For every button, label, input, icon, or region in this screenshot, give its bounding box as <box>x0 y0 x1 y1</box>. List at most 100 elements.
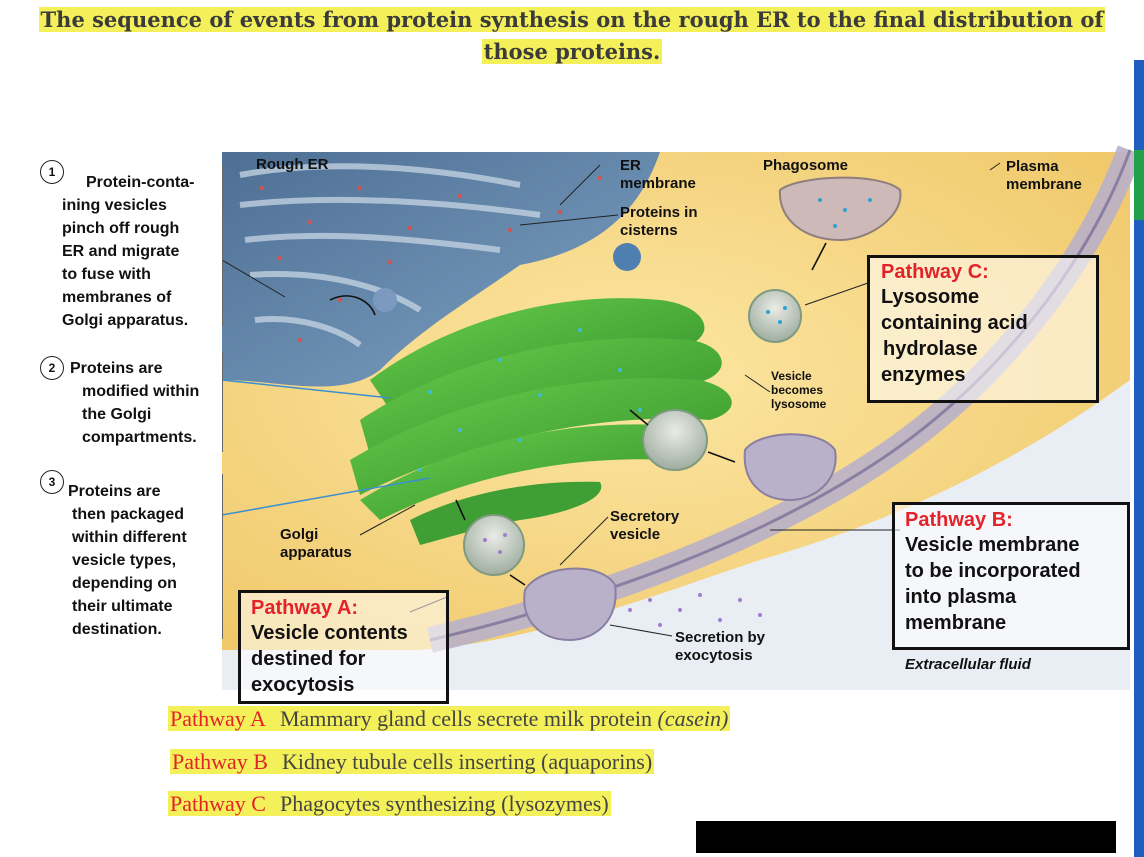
step-3-line: their ultimate <box>72 598 173 615</box>
pathway-a-title: Pathway A: <box>251 597 359 619</box>
label-golgi-line: Golgi <box>280 526 319 543</box>
step-3-line: destination. <box>72 621 162 638</box>
pathway-c-content: Pathway C: Lysosome containing acid hydr… <box>870 258 1096 388</box>
secretory-vesicle-exocytosis <box>523 567 617 642</box>
step-1-line: Protein-conta- <box>86 174 195 191</box>
example-b-pathway: Pathway B <box>172 749 268 774</box>
step-leader-lines <box>221 379 431 516</box>
example-b-text: Kidney tubule cells inserting (aquaporin… <box>281 749 653 774</box>
page-title: The sequence of events from protein synt… <box>0 4 1144 68</box>
example-a-pathway: Pathway A <box>170 706 266 731</box>
step-3-line: then packaged <box>72 506 185 523</box>
step-2-badge: 2 <box>40 356 64 380</box>
transport-vesicle-small <box>373 288 397 312</box>
pathway-b-line: into plasma <box>905 586 1017 608</box>
step-1-bracket <box>218 166 223 326</box>
step-1-line: ER and migrate <box>62 243 180 260</box>
step-1-line: membranes of <box>62 289 172 306</box>
step-3-line: within different <box>72 529 187 546</box>
label-extracellular-fluid: Extracellular fluid <box>905 656 1031 673</box>
pathway-c-line: Lysosome <box>881 286 980 308</box>
pathway-b-content: Pathway B: Vesicle membrane to be incorp… <box>895 505 1127 636</box>
transport-vesicle-er <box>613 243 641 271</box>
example-c-pathway: Pathway C <box>170 791 266 816</box>
step-1-text: Protein-conta- ining vesicles pinch off … <box>62 171 194 332</box>
label-plasma-line: Plasma <box>1006 158 1059 175</box>
label-proteins-in-cisterns: Proteins in cisterns <box>620 204 698 240</box>
step-2-bracket <box>218 352 223 452</box>
label-secretion-by-exocytosis: Secretion by exocytosis <box>675 629 765 665</box>
example-b-highlight: Pathway B Kidney tubule cells inserting (… <box>170 749 655 774</box>
redaction-bar <box>696 821 1116 853</box>
label-plasma-line: membrane <box>1006 176 1082 193</box>
label-plasma-membrane: Plasma membrane <box>1006 158 1082 194</box>
label-secretory-vesicle: Secretory vesicle <box>610 508 679 544</box>
vesicle-b-1 <box>642 409 708 471</box>
label-proteins-line: cisterns <box>620 222 678 239</box>
example-a-highlight: Pathway A Mammary gland cells secrete mil… <box>168 706 731 731</box>
step-1-line: pinch off rough <box>62 220 180 237</box>
label-vbl-line: Vesicle <box>771 369 812 383</box>
ribosomes <box>259 175 603 343</box>
label-vbl-line: becomes <box>771 383 824 397</box>
secretory-vesicle-1 <box>463 514 525 576</box>
label-er-membrane-line: ER <box>620 157 641 174</box>
label-golgi-apparatus: Golgi apparatus <box>280 526 352 562</box>
label-phagosome: Phagosome <box>763 157 849 174</box>
step-2-text: Proteins are modified within the Golgi c… <box>70 357 199 449</box>
flow-arrows <box>329 242 827 586</box>
lysosome-vesicle <box>748 289 802 343</box>
pathway-b-line: Vesicle membrane <box>905 534 1080 556</box>
pathway-c-box: Pathway C: Lysosome containing acid hydr… <box>867 255 1099 403</box>
label-golgi-line: apparatus <box>280 544 352 561</box>
label-er-membrane: ER membrane <box>620 157 696 193</box>
secreted-proteins <box>628 593 762 627</box>
pathway-c-line: hydrolase <box>883 338 978 360</box>
title-line-2: those proteins. <box>481 39 663 64</box>
step-2-line: modified within <box>82 383 200 400</box>
step-3-line: depending on <box>72 575 177 592</box>
scrollbar[interactable] <box>1134 60 1144 857</box>
example-a-text: Mammary gland cells secrete milk protein <box>279 706 652 731</box>
pathway-a-line: destined for <box>251 648 366 670</box>
golgi-stack <box>350 298 732 545</box>
vesicle-b-fusing <box>743 433 837 502</box>
step-1-line: to fuse with <box>62 266 151 283</box>
phagosome <box>778 176 902 242</box>
pathway-a-content: Pathway A: Vesicle contents destined for… <box>241 593 446 698</box>
title-line-1: The sequence of events from protein synt… <box>38 7 1106 32</box>
golgi-proteins <box>418 328 642 472</box>
step-2-line: compartments. <box>82 429 197 446</box>
label-secretory-line: vesicle <box>610 526 661 543</box>
pathway-b-box: Pathway B: Vesicle membrane to be incorp… <box>892 502 1130 650</box>
label-rough-er: Rough ER <box>256 156 329 173</box>
scrollbar-thumb[interactable] <box>1134 150 1144 220</box>
example-a-extra: (casein) <box>657 706 729 731</box>
er-cisterns <box>239 163 541 348</box>
label-secretion-line: exocytosis <box>675 647 753 664</box>
pathway-a-line: exocytosis <box>251 674 355 696</box>
label-secretory-line: Secretory <box>610 508 680 525</box>
step-1-line: ining vesicles <box>62 197 167 214</box>
label-er-membrane-line: membrane <box>620 175 696 192</box>
pathway-b-line: to be incorporated <box>905 560 1081 582</box>
label-vbl-line: lysosome <box>771 397 827 411</box>
step-1-line: Golgi apparatus. <box>62 312 189 329</box>
pathway-c-title: Pathway C: <box>881 261 989 283</box>
pathway-c-line: enzymes <box>881 364 966 386</box>
pathway-c-line: containing acid <box>881 312 1028 334</box>
step-1-badge: 1 <box>40 160 64 184</box>
pathway-b-title: Pathway B: <box>905 509 1013 531</box>
label-secretion-line: Secretion by <box>675 629 766 646</box>
example-pathway-a: Pathway A Mammary gland cells secrete mil… <box>168 705 731 733</box>
step-3-line: vesicle types, <box>72 552 177 569</box>
step-3-text: Proteins are then packaged within differ… <box>68 480 187 641</box>
pathway-a-line: Vesicle contents <box>251 622 408 644</box>
pathway-a-box: Pathway A: Vesicle contents destined for… <box>238 590 449 704</box>
step-2-line: the Golgi <box>82 406 152 423</box>
label-vesicle-becomes-lysosome: Vesicle becomes lysosome <box>771 369 826 411</box>
example-pathway-b: Pathway B Kidney tubule cells inserting (… <box>170 748 655 776</box>
label-proteins-line: Proteins in <box>620 204 698 221</box>
